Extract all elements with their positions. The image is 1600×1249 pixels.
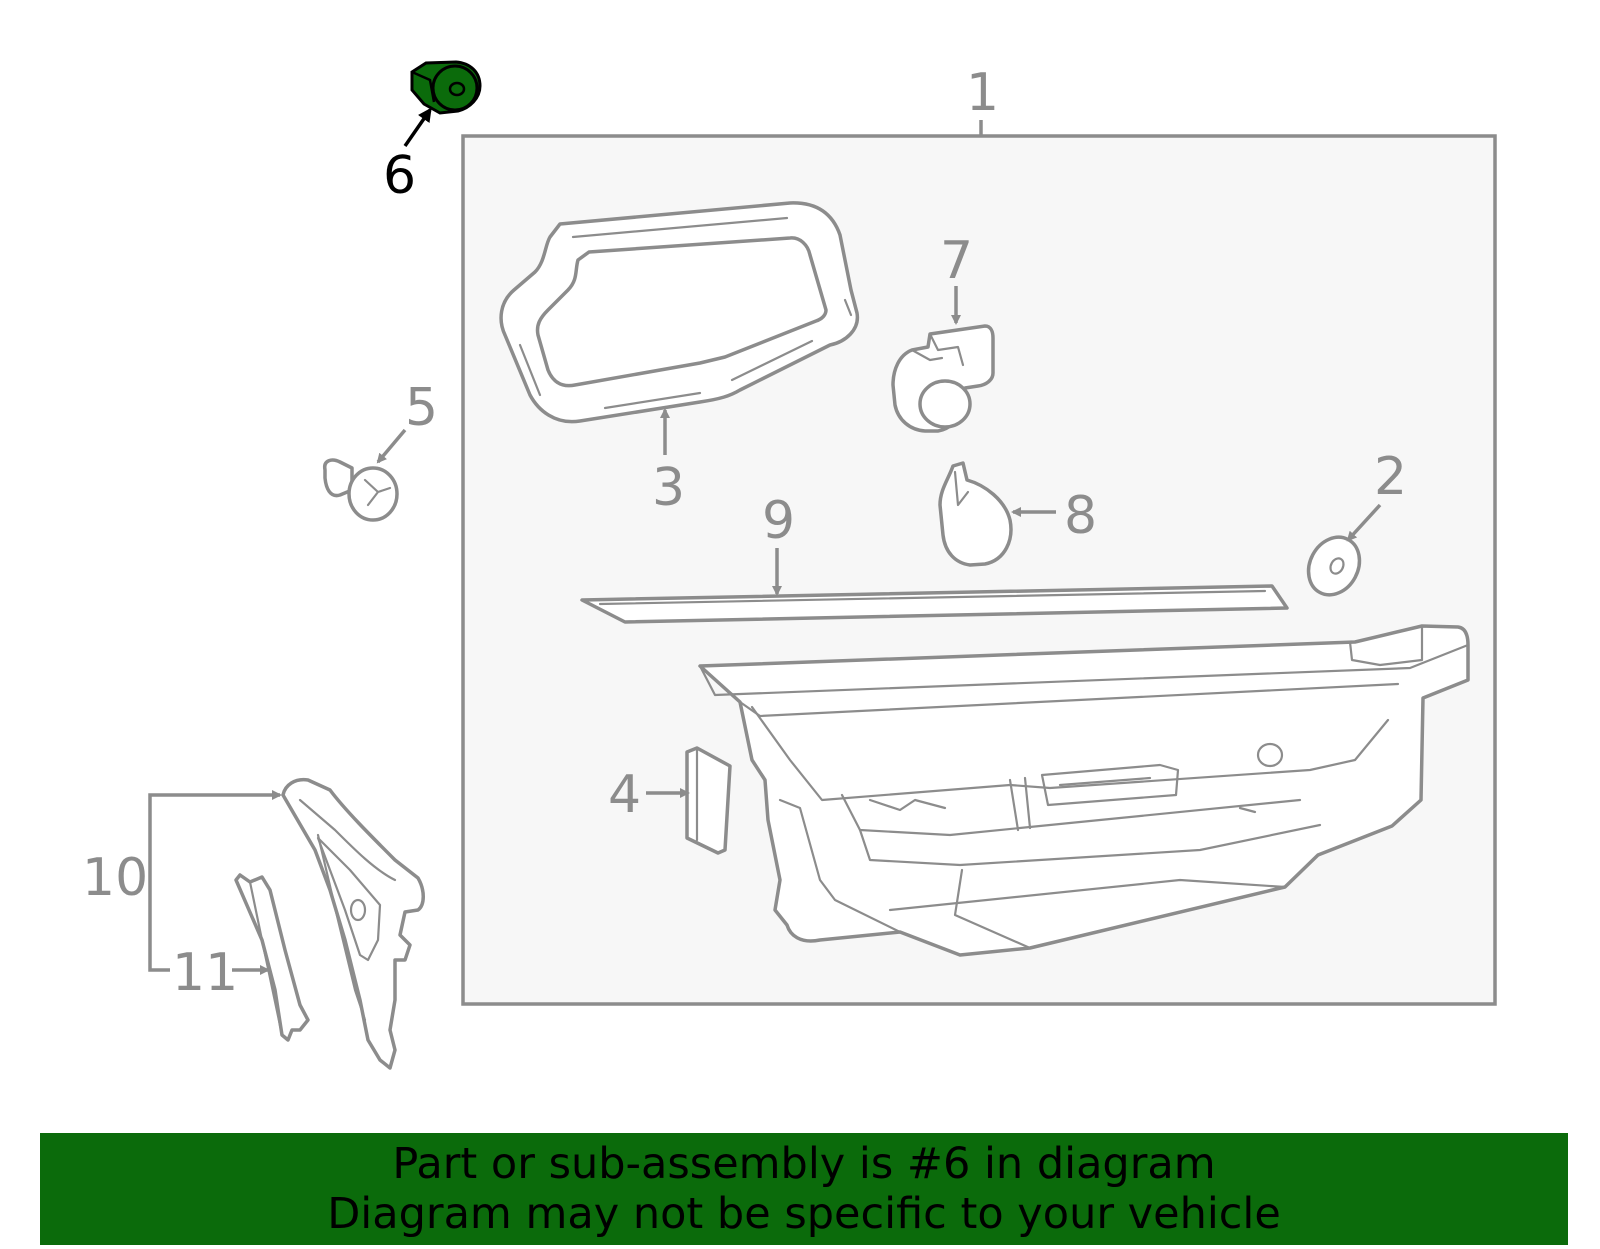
label-1: 1 [966, 63, 999, 123]
label-6: 6 [383, 146, 416, 206]
part-10-pillar-trim [281, 777, 425, 1070]
leader-5 [376, 428, 407, 464]
leader-10-lower [148, 870, 170, 972]
leader-2 [1346, 503, 1382, 542]
part-9-strip [580, 584, 1289, 624]
info-banner: Part or sub-assembly is #6 in diagram Di… [40, 1133, 1568, 1245]
label-3: 3 [652, 458, 685, 518]
label-10: 10 [82, 848, 148, 908]
part-3-gasket [499, 201, 860, 424]
part-11-strip [234, 873, 310, 1042]
leader-6 [403, 107, 432, 147]
label-5: 5 [405, 378, 438, 438]
leader-10 [148, 790, 282, 870]
label-8: 8 [1064, 486, 1097, 546]
banner-line-1: Part or sub-assembly is #6 in diagram [392, 1139, 1216, 1189]
part-4-pad [685, 746, 732, 855]
label-4: 4 [608, 765, 641, 825]
part-8-cover [938, 461, 1013, 567]
banner-line-2: Diagram may not be specific to your vehi… [327, 1189, 1281, 1239]
part-7-socket [891, 324, 995, 433]
part-5-screw [322, 458, 399, 522]
label-9: 9 [762, 491, 795, 551]
label-2: 2 [1374, 447, 1407, 507]
trim-panel [698, 624, 1470, 957]
label-7: 7 [940, 231, 973, 291]
label-11: 11 [172, 943, 238, 1003]
part-6-clip[interactable] [410, 60, 482, 115]
